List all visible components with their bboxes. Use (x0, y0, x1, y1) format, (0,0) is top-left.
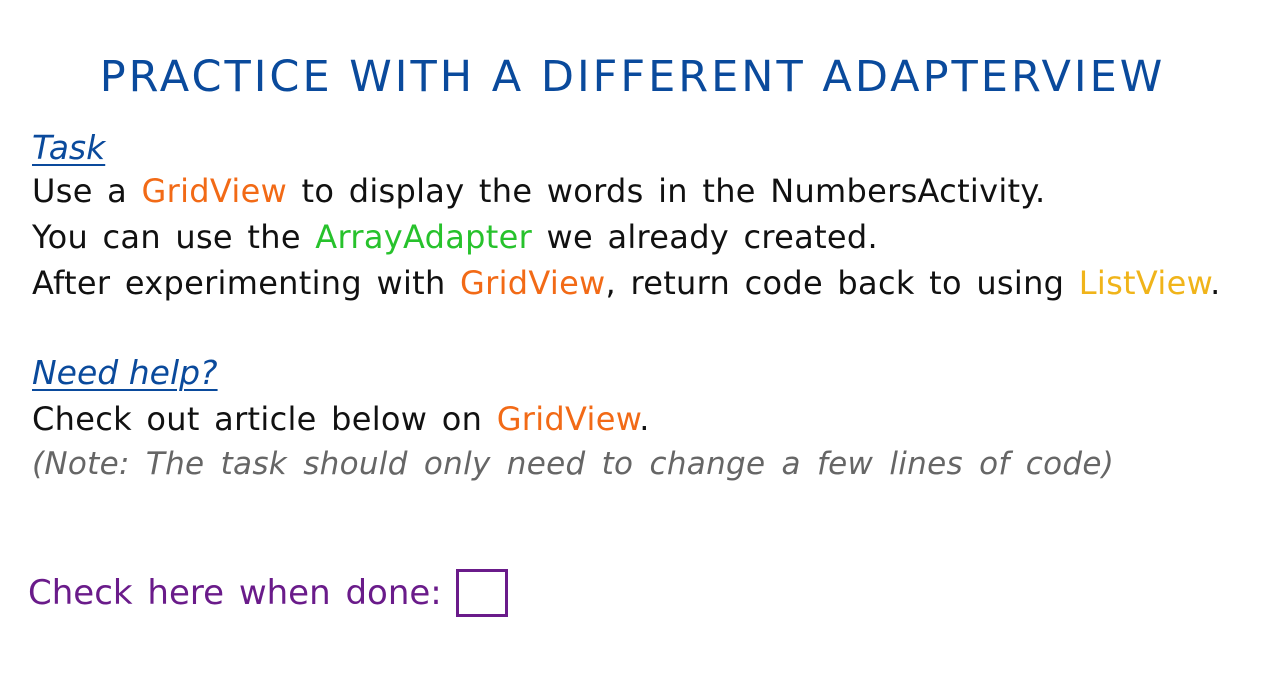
page-title: PRACTICE WITH A DIFFERENT ADAPTERVIEW (99, 52, 1166, 102)
done-row: Check here when done: (28, 569, 508, 617)
task-line-1-before: Use a (32, 172, 142, 210)
help-heading: Need help? (32, 353, 218, 392)
done-checkbox[interactable] (455, 569, 508, 617)
help-line-1-before: Check out article below on (32, 400, 497, 438)
task-line-1-after: to display the words in the NumbersActiv… (287, 172, 1046, 210)
gridview-highlight: GridView (460, 264, 606, 302)
listview-highlight: ListView (1078, 264, 1211, 302)
task-line-3: After experimenting with GridView, retur… (32, 264, 1221, 302)
arrayadapter-highlight: ArrayAdapter (315, 218, 533, 256)
task-line-3-middle: , return code back to using (605, 264, 1079, 302)
task-line-2: You can use the ArrayAdapter we already … (32, 218, 878, 256)
done-label: Check here when done: (28, 573, 442, 613)
task-line-1: Use a GridView to display the words in t… (32, 172, 1046, 210)
help-line-1-after: . (639, 400, 650, 438)
task-line-2-after: we already created. (532, 218, 878, 256)
task-heading: Task (32, 128, 106, 167)
help-note: (Note: The task should only need to chan… (32, 446, 1115, 482)
task-line-3-before: After experimenting with (32, 264, 461, 302)
task-line-2-before: You can use the (32, 218, 316, 256)
gridview-highlight: GridView (141, 172, 288, 210)
task-line-3-after: . (1210, 264, 1221, 302)
gridview-highlight: GridView (496, 400, 640, 438)
help-line-1: Check out article below on GridView. (32, 400, 650, 438)
